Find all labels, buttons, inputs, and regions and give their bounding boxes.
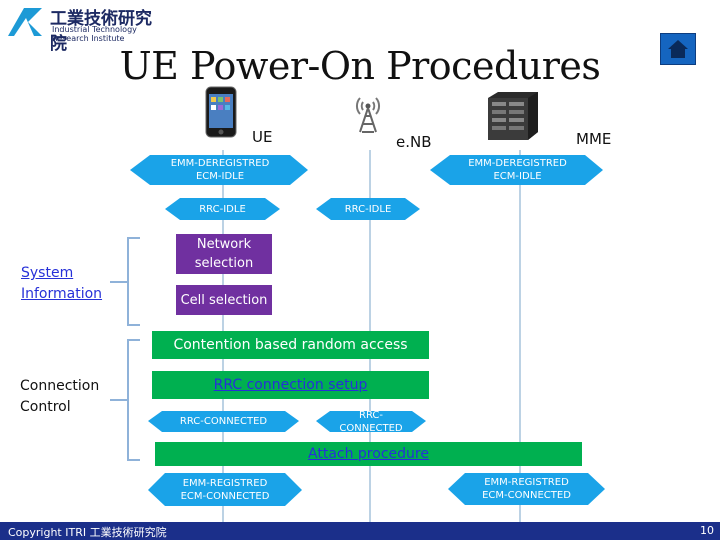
ue-rrc-idle-state: RRC-IDLE — [199, 203, 246, 215]
ue-emm-registered-state: EMM-REGISTRED ECM-CONNECTED — [165, 474, 285, 506]
side-label-line[interactable]: Information — [21, 286, 103, 302]
server-icon — [488, 92, 538, 140]
connection-control-bracket — [127, 339, 140, 461]
ue-emm-deregistered-state: EMM-DEREGISTRED ECM-IDLE — [150, 155, 290, 185]
enb-rrc-connected-state: RRC-CONNECTED — [339, 409, 403, 434]
mme-emm-registered-hexagon — [448, 473, 605, 505]
state-line: ECM-IDLE — [493, 171, 542, 182]
lane-ue: UE — [252, 128, 273, 146]
page-title: UE Power-On Procedures — [119, 44, 601, 88]
phone-icon — [205, 86, 237, 138]
network-selection-step: Network selection — [176, 234, 272, 274]
itri-logo-mark — [8, 8, 42, 36]
side-label-line: Control — [20, 399, 71, 415]
ue-rrc-connected-hexagon — [148, 411, 299, 432]
mme-emm-deregistered-state: EMM-DEREGISTRED ECM-IDLE — [450, 155, 585, 185]
copyright-text: Copyright ITRI 工業技術研究院 — [8, 526, 167, 539]
page-number: 10 — [700, 524, 714, 537]
cell-selection-step: Cell selection — [176, 285, 272, 315]
rrc-connection-setup-bar: RRC connection setup — [152, 371, 429, 399]
lane-mme: MME — [576, 130, 612, 148]
state-line: EMM-DEREGISTRED — [468, 158, 567, 169]
state-line: ECM-CONNECTED — [180, 491, 270, 502]
mme-emm-deregistered-hexagon — [430, 155, 603, 185]
attach-procedure-link[interactable]: Attach procedure — [308, 446, 429, 462]
random-access-bar: Contention based random access — [152, 331, 429, 359]
system-information-bracket — [127, 237, 140, 326]
ue-emm-deregistered-hexagon — [130, 155, 308, 185]
logo-subtitle-2: Research Institute — [52, 34, 125, 43]
home-icon — [668, 40, 688, 58]
step-line: selection — [194, 256, 254, 271]
ue-rrc-connected-state: RRC-CONNECTED — [179, 416, 268, 427]
attach-procedure-bar: Attach procedure — [155, 442, 582, 466]
state-line: EMM-REGISTRED — [484, 477, 569, 488]
footer-bar — [0, 522, 720, 540]
home-button[interactable] — [660, 33, 696, 65]
ue-rrc-idle-hexagon — [165, 198, 280, 220]
random-access-label: Contention based random access — [173, 337, 408, 353]
step-line: Network — [196, 237, 252, 252]
mme-emm-registered-state: EMM-REGISTRED ECM-CONNECTED — [465, 473, 588, 505]
state-line: ECM-IDLE — [195, 171, 245, 182]
state-line: ECM-CONNECTED — [482, 490, 571, 501]
state-line: EMM-REGISTRED — [182, 478, 268, 489]
antenna-icon — [356, 97, 380, 133]
logo-name: 工業技術研究院 — [50, 9, 152, 54]
lane-enb: e.NB — [396, 133, 432, 151]
itri-logo: 工業技術研究院 Industrial Technology Research I… — [6, 4, 161, 54]
enb-rrc-idle-hexagon — [316, 198, 420, 220]
enb-rrc-idle-state: RRC-IDLE — [344, 203, 392, 215]
logo-subtitle-1: Industrial Technology — [52, 25, 137, 34]
connection-control-label: Connection Control — [20, 376, 99, 418]
enb-rrc-connected-hexagon — [316, 411, 426, 432]
state-line: EMM-DEREGISTRED — [170, 158, 270, 169]
ue-emm-registered-hexagon — [148, 473, 302, 506]
side-label-line[interactable]: System — [21, 265, 74, 281]
rrc-connection-setup-link[interactable]: RRC connection setup — [213, 377, 368, 393]
system-information-label[interactable]: System Information — [21, 263, 102, 305]
side-label-line: Connection — [20, 378, 100, 394]
